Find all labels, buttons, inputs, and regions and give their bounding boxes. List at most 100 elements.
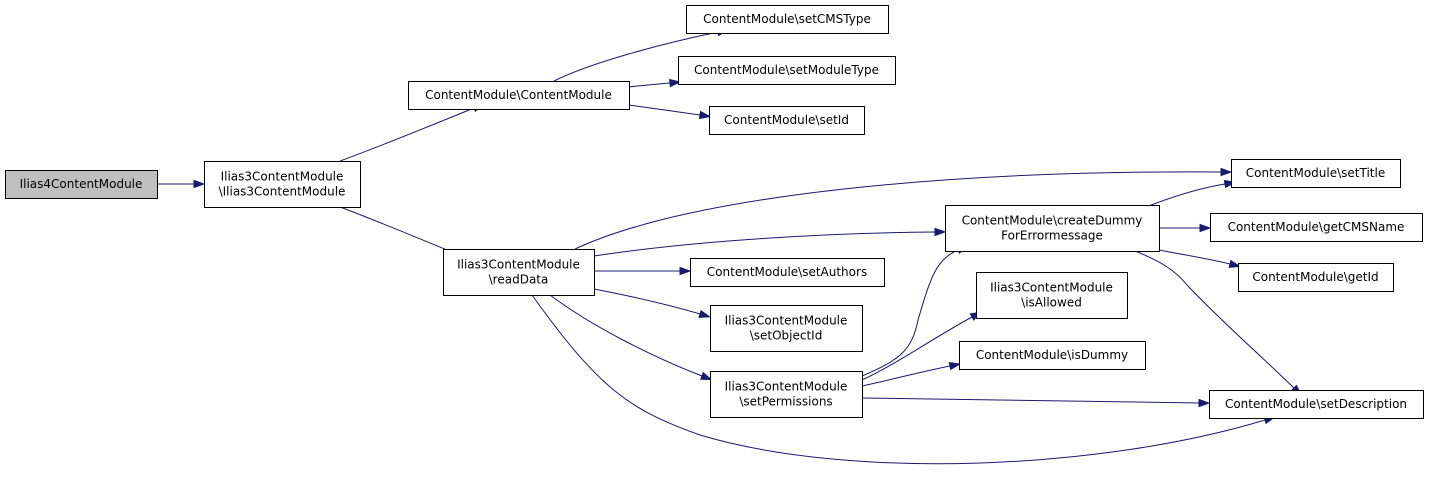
node-i3cm[interactable]: Ilias3ContentModule\Ilias3ContentModule [204, 161, 361, 208]
edge-line [628, 82, 671, 88]
node-label: ContentModule\setId [724, 113, 849, 127]
edge-line [593, 231, 936, 257]
arrowhead-icon [698, 309, 712, 318]
node-box [709, 106, 865, 135]
edge-readData-to-setAuthors [594, 266, 692, 276]
edge-readData-to-setObjectId [593, 288, 712, 318]
arrowhead-icon [948, 361, 962, 371]
arrowhead-icon [1220, 167, 1233, 177]
node-getCMSName[interactable]: ContentModule\getCMSName [1210, 213, 1423, 242]
node-label: ContentModule\setCMSType [703, 12, 871, 26]
node-setCMSType[interactable]: ContentModule\setCMSType [686, 5, 889, 34]
node-label: ContentModule\setAuthors [707, 265, 867, 279]
edge-line [531, 294, 1266, 465]
node-label: Ilias3ContentModule [725, 380, 848, 394]
edge-line [339, 206, 458, 255]
node-label: Ilias3ContentModule [990, 281, 1113, 295]
node-label: ContentModule\getId [1252, 270, 1378, 284]
node-box [710, 371, 863, 418]
node-readData[interactable]: Ilias3ContentModule\readData [443, 249, 595, 296]
arrowhead-icon [669, 78, 682, 88]
node-label: \readData [489, 273, 549, 287]
edge-root-to-i3cm [157, 179, 206, 189]
node-isAllowed[interactable]: Ilias3ContentModule\isAllowed [976, 272, 1128, 319]
edge-readData-to-createDummy [593, 227, 947, 257]
edge-createDummy-to-setTitle [1150, 179, 1237, 206]
arrowhead-icon [1199, 223, 1212, 233]
node-box [443, 249, 595, 296]
node-setModuleType[interactable]: ContentModule\setModuleType [678, 56, 896, 85]
node-label: ContentModule\setModuleType [694, 63, 879, 77]
node-setAuthors[interactable]: ContentModule\setAuthors [690, 258, 885, 287]
edge-line [1150, 183, 1226, 206]
node-label: Ilias3ContentModule [725, 314, 848, 328]
arrowhead-icon [1198, 398, 1211, 408]
node-label: ContentModule\setDescription [1225, 397, 1407, 411]
node-label: ContentModule\createDummy [962, 214, 1143, 228]
node-box [686, 5, 889, 34]
node-label: ForErrormessage [1001, 229, 1103, 243]
node-label: \setPermissions [739, 395, 832, 409]
edge-readData-to-setDescription [531, 294, 1277, 465]
edge-line [628, 104, 701, 116]
node-cmcm[interactable]: ContentModule\ContentModule [408, 81, 630, 110]
edge-line [574, 171, 1222, 250]
node-isDummy[interactable]: ContentModule\isDummy [959, 341, 1146, 370]
node-box [1210, 213, 1423, 242]
node-setDescription[interactable]: ContentModule\setDescription [1209, 390, 1424, 419]
node-label: Ilias3ContentModule [457, 258, 580, 272]
node-label: ContentModule\setTitle [1246, 166, 1385, 180]
nodes-layer: Ilias4ContentModuleIlias3ContentModule\I… [5, 5, 1424, 419]
edge-cmcm-to-setId [628, 104, 712, 120]
node-label: \isAllowed [1021, 296, 1082, 310]
node-label: Ilias3ContentModule [221, 170, 344, 184]
node-box [5, 170, 158, 199]
edge-line [553, 31, 719, 82]
node-box [710, 305, 863, 352]
edge-line [1134, 250, 1295, 389]
node-label: Ilias4ContentModule [20, 177, 143, 191]
edge-line [593, 288, 701, 315]
edge-setPermissions-to-isDummy [861, 361, 962, 387]
edge-line [339, 107, 475, 162]
node-box [1238, 263, 1394, 292]
node-box [1209, 390, 1424, 419]
arrowhead-icon [934, 227, 947, 237]
node-setObjectId[interactable]: Ilias3ContentModule\setObjectId [710, 305, 863, 352]
edge-readData-to-setPermissions [549, 294, 713, 381]
edge-setPermissions-to-setDescription [861, 397, 1211, 408]
node-setPermissions[interactable]: Ilias3ContentModule\setPermissions [710, 371, 863, 418]
edge-cmcm-to-setModuleType [628, 78, 682, 88]
node-label: \setObjectId [750, 329, 823, 343]
edge-line [861, 249, 959, 377]
arrowhead-icon [700, 371, 713, 381]
edge-line [861, 365, 951, 387]
node-root[interactable]: Ilias4ContentModule [5, 170, 158, 199]
node-box [945, 205, 1160, 252]
node-box [976, 272, 1128, 319]
node-setTitle[interactable]: ContentModule\setTitle [1231, 159, 1401, 188]
node-label: ContentModule\getCMSName [1228, 220, 1405, 234]
edge-line [1158, 249, 1231, 265]
edge-line [861, 397, 1200, 404]
edge-readData-to-setTitle [574, 167, 1233, 250]
node-setId[interactable]: ContentModule\setId [709, 106, 865, 135]
node-label: \Ilias3ContentModule [219, 185, 346, 199]
node-box [204, 161, 361, 208]
node-box [1231, 159, 1401, 188]
node-label: ContentModule\isDummy [976, 348, 1128, 362]
arrowhead-icon [679, 266, 692, 276]
edge-i3cm-to-cmcm [339, 103, 485, 162]
node-box [959, 341, 1146, 370]
node-box [690, 258, 885, 287]
edge-line [861, 316, 973, 381]
node-getId[interactable]: ContentModule\getId [1238, 263, 1394, 292]
node-box [678, 56, 896, 85]
node-box [408, 81, 630, 110]
edge-createDummy-to-getId [1158, 249, 1242, 268]
edge-line [549, 294, 703, 377]
edge-createDummy-to-getCMSName [1159, 223, 1212, 233]
node-label: ContentModule\ContentModule [425, 88, 612, 102]
